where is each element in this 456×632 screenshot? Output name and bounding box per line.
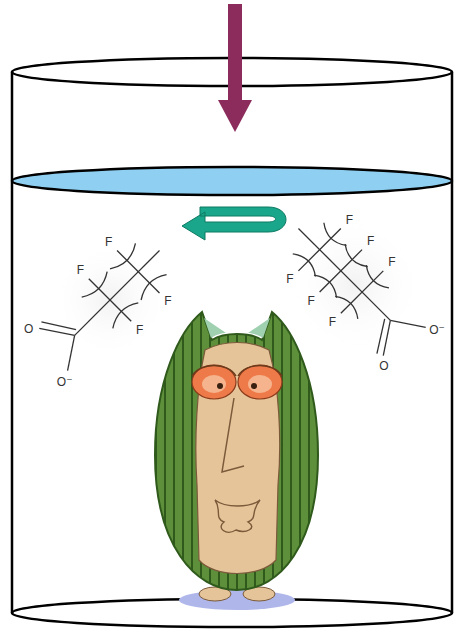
- atom-label: O: [23, 322, 34, 336]
- atom-label: O⁻: [56, 375, 74, 389]
- atom-label: F: [366, 234, 375, 248]
- atom-label: F: [76, 263, 85, 277]
- beaker: [12, 58, 452, 627]
- disk: [12, 167, 452, 195]
- atom-label: F: [387, 255, 396, 269]
- atom-label: F: [163, 294, 172, 308]
- seed-character: [155, 312, 318, 610]
- rotation-arrow: [182, 207, 286, 240]
- molecule: [30, 227, 181, 378]
- molecule-ground: [25, 215, 195, 385]
- atom-label: F: [285, 272, 294, 286]
- atom-label: F: [307, 294, 316, 308]
- press-arrow: [218, 4, 252, 132]
- atom-label: F: [104, 235, 113, 249]
- atom-label: F: [135, 323, 144, 337]
- atom-label: F: [345, 213, 354, 227]
- atom-label: O⁻: [428, 323, 446, 337]
- atom-label: O: [378, 359, 389, 373]
- molecule: [275, 207, 433, 365]
- atom-label: F: [328, 315, 337, 329]
